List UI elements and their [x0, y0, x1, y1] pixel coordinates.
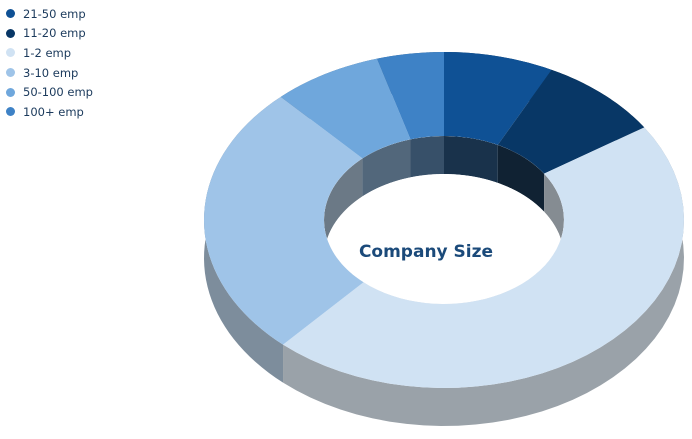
legend-marker [6, 28, 15, 38]
slice-11-20-emp [497, 69, 645, 174]
slice-21-50-emp [444, 52, 552, 145]
legend-marker [6, 107, 15, 117]
legend-label: 21-50 emp [23, 6, 86, 21]
legend-item[interactable]: 11-20 emp [6, 24, 93, 44]
slice-1-2-emp [283, 127, 684, 388]
slice-100-emp [377, 52, 444, 140]
legend-label: 3-10 emp [23, 65, 79, 80]
legend-marker [6, 87, 15, 97]
legend-item[interactable]: 1-2 emp [6, 43, 93, 63]
slice-side-wall [283, 127, 684, 426]
slice-3-10-emp [204, 96, 364, 345]
legend-label: 11-20 emp [23, 26, 86, 41]
slice-inner-wall [362, 139, 411, 197]
legend-label: 100+ emp [23, 104, 84, 119]
legend-item[interactable]: 21-50 emp [6, 4, 93, 24]
legend-item[interactable]: 3-10 emp [6, 63, 93, 83]
legend-item[interactable]: 100+ emp [6, 102, 93, 122]
legend-item[interactable]: 50-100 emp [6, 82, 93, 102]
legend-marker [6, 68, 15, 78]
slice-inner-wall [444, 136, 498, 183]
chart-title: Company Size [359, 242, 493, 262]
slice-inner-wall [497, 144, 545, 212]
legend-label: 50-100 emp [23, 85, 93, 100]
slice-50-100-emp [280, 58, 411, 159]
legend: 21-50 emp 11-20 emp 1-2 emp 3-10 emp 50-100 … [6, 4, 93, 122]
slice-inner-wall [410, 136, 444, 178]
legend-marker [6, 48, 15, 58]
legend-marker [6, 9, 15, 19]
legend-label: 1-2 emp [23, 45, 72, 60]
